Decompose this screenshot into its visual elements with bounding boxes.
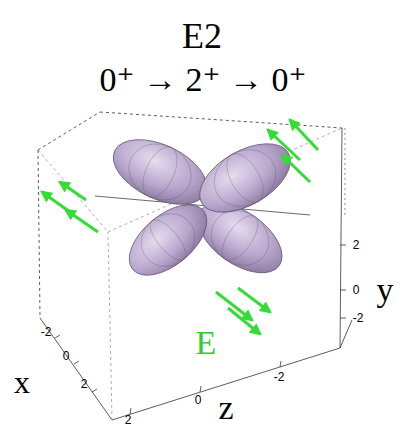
tick-number: -2 <box>41 326 52 338</box>
radiation-lobes <box>103 126 302 288</box>
tick-number: 2 <box>81 378 88 390</box>
tick-number: 2 <box>125 414 132 426</box>
field-label: E <box>196 326 217 360</box>
bounding-box <box>38 112 352 420</box>
tick-number: -2 <box>353 312 364 324</box>
tick-number: 2 <box>353 239 360 251</box>
axis-label: y <box>377 273 394 307</box>
lobe-grid <box>120 134 287 277</box>
axis-label: x <box>14 366 30 398</box>
tick-number: 0 <box>195 394 202 406</box>
transition: 0⁺ → 2⁺ → 0⁺ <box>100 63 307 97</box>
field-arrows <box>42 120 318 334</box>
tick-number: 0 <box>63 350 70 362</box>
tick-number: -2 <box>274 371 285 383</box>
tick-marks <box>55 245 346 414</box>
axis-label: z <box>218 391 233 425</box>
tick-number: 0 <box>353 284 360 296</box>
title: E2 <box>182 18 222 54</box>
